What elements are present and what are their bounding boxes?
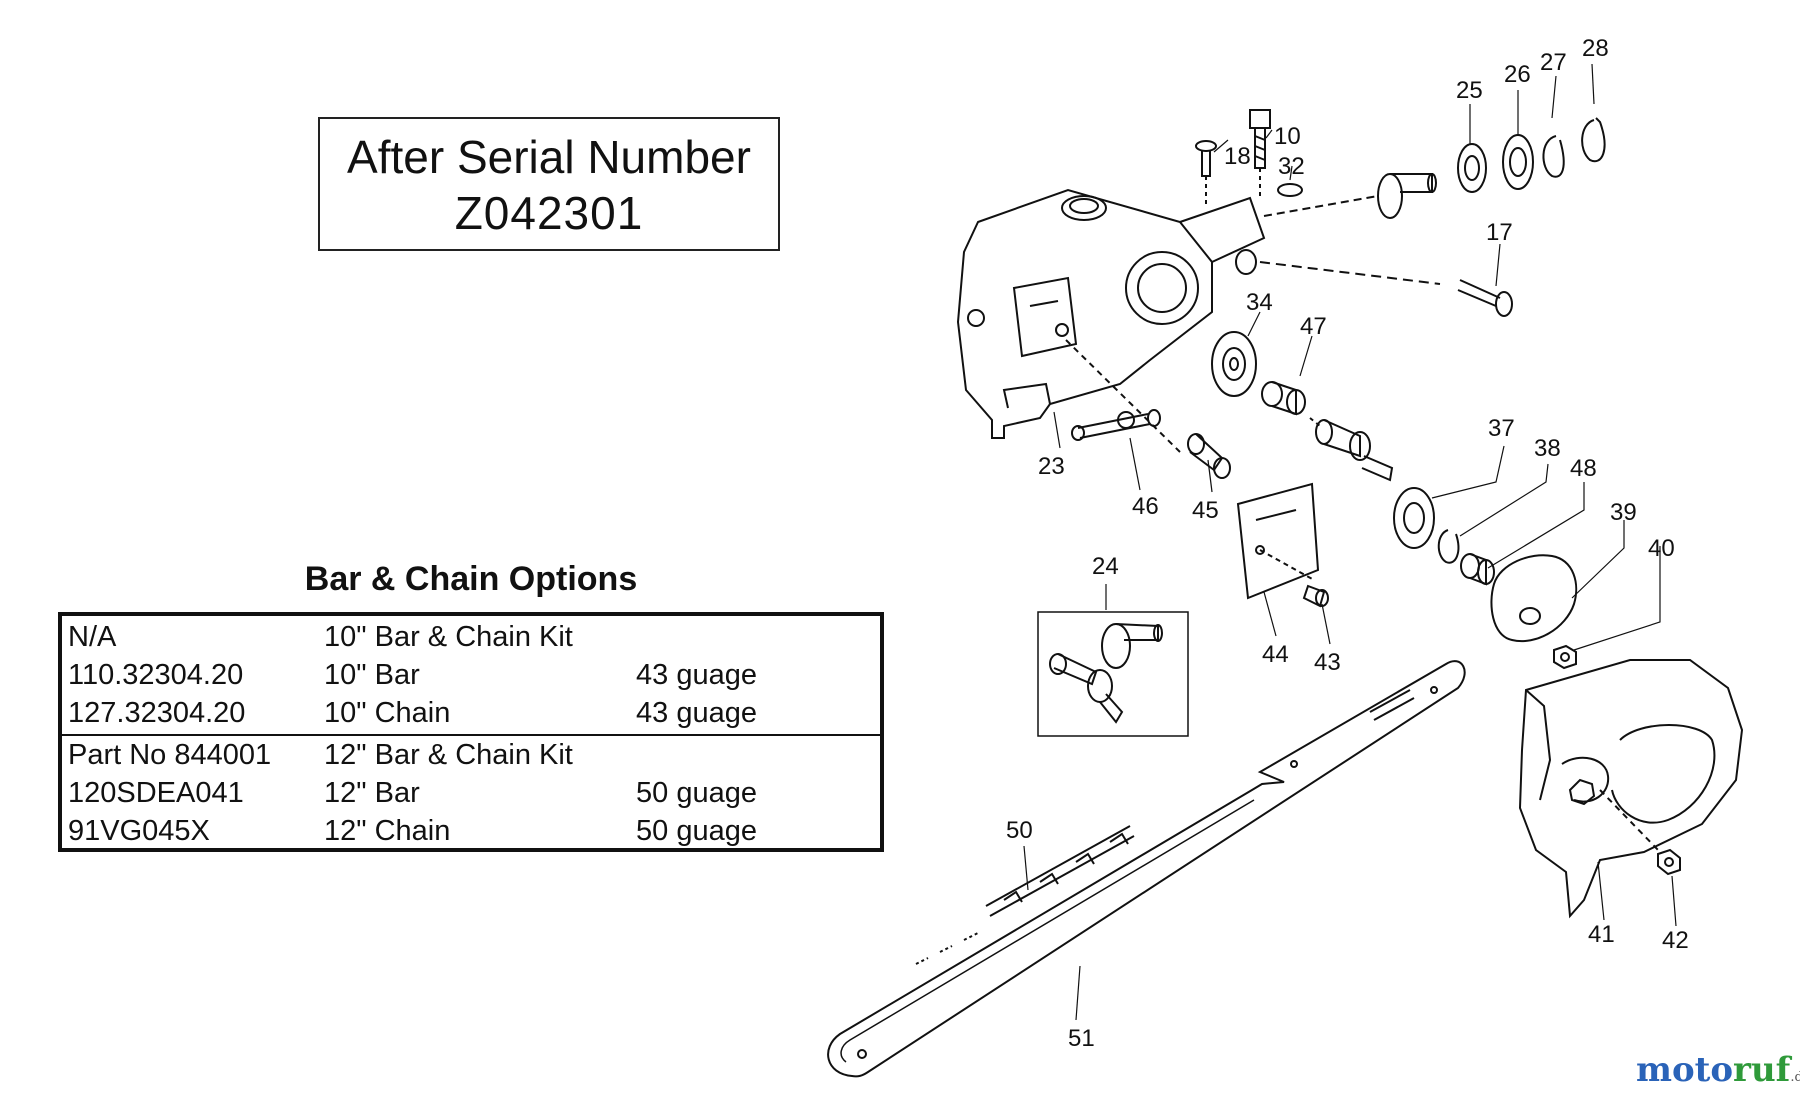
callout-26: 26 [1504, 61, 1531, 88]
part-gauge: 43 guage [636, 697, 757, 729]
gear-housing [956, 188, 1266, 439]
table-row: N/A 10" Bar & Chain Kit [62, 618, 880, 656]
part-description: 10" Bar & Chain Kit [324, 621, 573, 653]
saw-chain-50 [915, 825, 1135, 965]
part-number: 110.32304.20 [68, 659, 244, 691]
ring-38 [1437, 529, 1460, 564]
table-row: 120SDEA041 12" Bar 50 guage [62, 774, 880, 812]
options-table: N/A 10" Bar & Chain Kit 110.32304.20 10"… [58, 612, 884, 852]
table-row: 91VG045X 12" Chain 50 guage [62, 812, 880, 850]
callout-46: 46 [1132, 493, 1159, 520]
motoruf-logo: motoruf.de [1636, 1050, 1800, 1090]
callout-51: 51 [1068, 1025, 1095, 1052]
callout-50: 50 [1006, 817, 1033, 844]
serial-number: Z042301 [454, 187, 644, 239]
callout-45: 45 [1192, 497, 1219, 524]
callout-28: 28 [1582, 35, 1609, 62]
callout-47: 47 [1300, 313, 1327, 340]
snap-ring-27 [1542, 135, 1565, 178]
callout-10: 10 [1274, 123, 1301, 150]
part-description: 12" Bar & Chain Kit [324, 739, 573, 771]
callout-41: 41 [1588, 921, 1615, 948]
options-group-12in: Part No 844001 12" Bar & Chain Kit 120SD… [62, 734, 880, 850]
callout-48: 48 [1570, 455, 1597, 482]
serial-number-box: After Serial Number Z042301 [318, 117, 780, 251]
callout-23: 23 [1038, 453, 1065, 480]
sprocket-37 [1393, 487, 1435, 549]
callout-34: 34 [1246, 289, 1273, 316]
part-gauge: 43 guage [636, 659, 757, 691]
bolt-18 [1195, 140, 1217, 206]
callout-17: 17 [1486, 219, 1513, 246]
part-gauge: 50 guage [636, 777, 757, 809]
bolt-43 [1302, 584, 1329, 608]
part-number: Part No 844001 [68, 739, 272, 771]
pin-45 [1065, 339, 1231, 479]
part-description: 10" Bar [324, 659, 420, 691]
nut-42 [1599, 789, 1681, 876]
chain-cover-41 [1518, 659, 1744, 919]
stud-46 [1071, 409, 1161, 441]
callout-38: 38 [1534, 435, 1561, 462]
drive-shaft [1263, 173, 1437, 219]
bolt-10 [1249, 109, 1271, 200]
washer-32 [1277, 183, 1303, 197]
serial-label: After Serial Number [347, 131, 751, 183]
callout-27: 27 [1540, 49, 1567, 76]
callout-labels: 10 17 18 23 24 25 26 27 28 32 34 37 38 3… [1006, 35, 1689, 1052]
callout-18: 18 [1224, 143, 1251, 170]
callout-37: 37 [1488, 415, 1515, 442]
callout-32: 32 [1278, 153, 1305, 180]
cover-plate-39 [1490, 554, 1578, 643]
bolt-17 [1259, 261, 1513, 317]
callout-44: 44 [1262, 641, 1289, 668]
guide-bar-51 [827, 660, 1466, 1078]
bearing-26 [1502, 134, 1534, 190]
part-description: 12" Chain [324, 815, 451, 847]
callout-leaders [1023, 63, 1677, 1021]
part-description: 10" Chain [324, 697, 451, 729]
callout-39: 39 [1610, 499, 1637, 526]
table-row: 110.32304.20 10" Bar 43 guage [62, 656, 880, 694]
callout-43: 43 [1314, 649, 1341, 676]
options-group-10in: N/A 10" Bar & Chain Kit 110.32304.20 10"… [62, 618, 880, 732]
part-gauge: 50 guage [636, 815, 757, 847]
part-number: 120SDEA041 [68, 777, 244, 809]
snap-ring-28 [1581, 117, 1606, 163]
callout-25: 25 [1456, 77, 1483, 104]
callout-40: 40 [1648, 535, 1675, 562]
kit-24-box [1037, 611, 1189, 737]
bearing-34 [1211, 331, 1257, 397]
washer-48 [1460, 553, 1495, 586]
part-number: 127.32304.20 [68, 697, 246, 729]
table-row: 127.32304.20 10" Chain 43 guage [62, 694, 880, 732]
bearing-25 [1457, 143, 1487, 193]
options-title: Bar & Chain Options [304, 560, 638, 598]
nut-40 [1553, 644, 1577, 670]
part-number: N/A [68, 621, 117, 653]
bushing-47 [1261, 381, 1306, 416]
part-description: 12" Bar [324, 777, 420, 809]
callout-24: 24 [1092, 553, 1119, 580]
callout-42: 42 [1662, 927, 1689, 954]
table-row: Part No 844001 12" Bar & Chain Kit [62, 736, 880, 774]
side-plate-44 [1236, 482, 1320, 600]
part-number: 91VG045X [68, 815, 210, 847]
sprocket-shaft [1309, 417, 1394, 482]
